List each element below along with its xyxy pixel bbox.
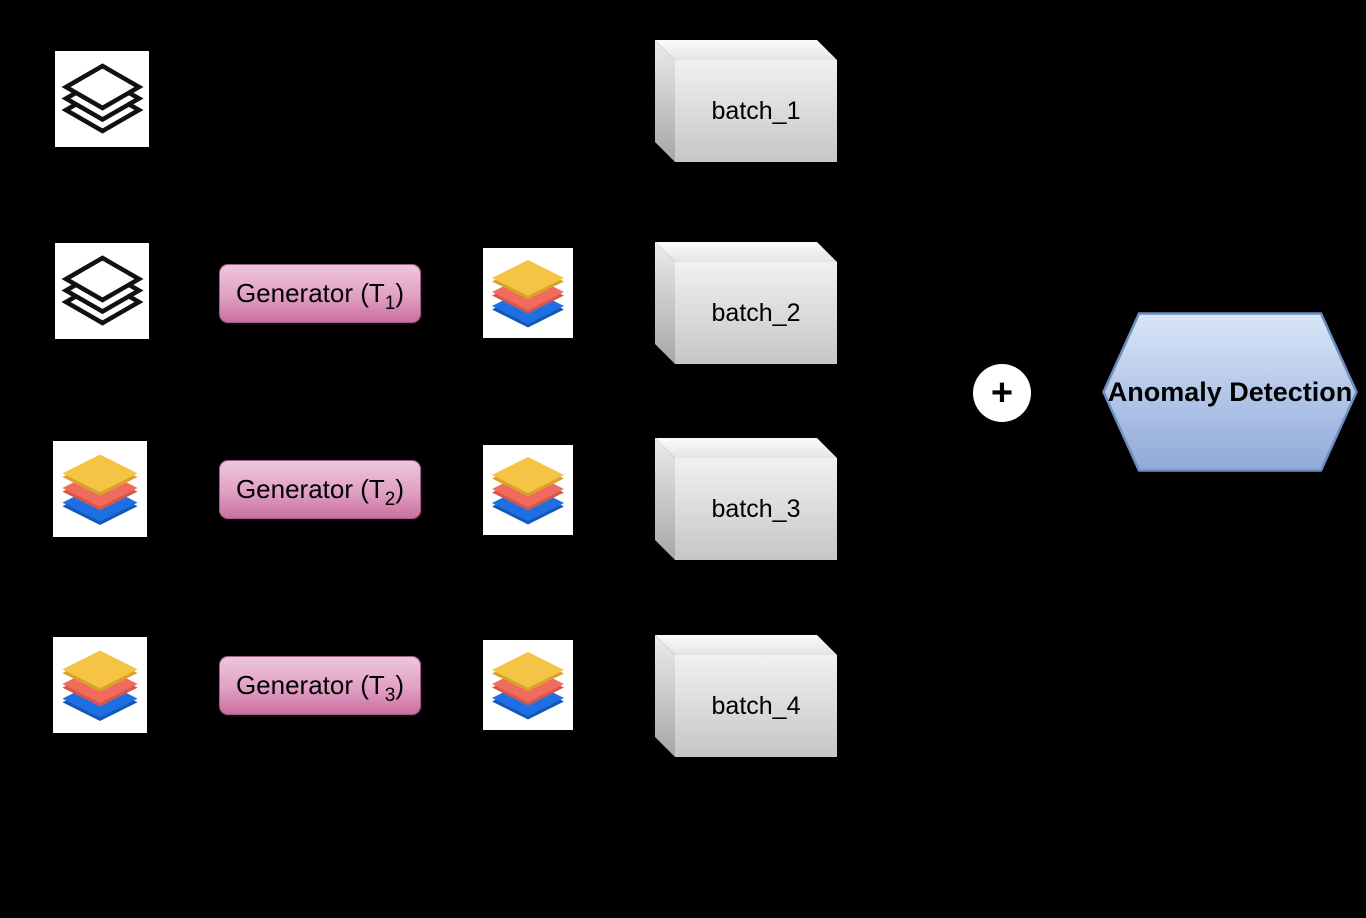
batch-4-node: batch_4 — [655, 635, 837, 757]
batch-1-node: batch_1 — [655, 40, 837, 162]
anomaly-detection-label: Anomaly Detection — [1107, 376, 1353, 407]
layers-colored-icon — [483, 640, 573, 730]
plus-icon: + — [990, 372, 1014, 414]
layers-colored-icon — [53, 637, 147, 733]
generator-label-subscript: 3 — [384, 685, 396, 706]
layers-colored-icon — [483, 640, 573, 730]
layers-outline-icon — [55, 51, 149, 147]
generator-label-prefix: Generator (T — [235, 278, 385, 308]
layers-colored-icon — [53, 637, 147, 733]
layers-outline-icon — [55, 243, 149, 339]
batch-1-label: batch_1 — [711, 96, 801, 125]
generator-label-subscript: 1 — [384, 293, 396, 314]
generator-label-suffix: ) — [395, 278, 405, 308]
layers-outline-icon — [55, 243, 149, 339]
sum-node: + — [973, 364, 1031, 422]
hexagon-shape — [1102, 312, 1358, 472]
batch-2-label: batch_2 — [711, 298, 801, 327]
batch-3-node: batch_3 — [655, 438, 837, 560]
batch-3-label: batch_3 — [711, 494, 801, 523]
generator-label-suffix: ) — [395, 670, 405, 700]
batch-2-node: batch_2 — [655, 242, 837, 364]
layers-colored-icon — [483, 445, 573, 535]
generator-label-prefix: Generator (T — [235, 474, 385, 504]
layers-outline-icon — [55, 51, 149, 147]
generator-label-subscript: 2 — [384, 489, 396, 510]
generator-label-suffix: ) — [395, 474, 405, 504]
batch-4-label: batch_4 — [711, 691, 801, 720]
layers-colored-icon — [483, 248, 573, 338]
layers-colored-icon — [53, 441, 147, 537]
layers-colored-icon — [483, 248, 573, 338]
anomaly-detection-node: Anomaly Detection — [1102, 312, 1358, 472]
layers-colored-icon — [53, 441, 147, 537]
generator-label-prefix: Generator (T — [235, 670, 385, 700]
layers-colored-icon — [483, 445, 573, 535]
